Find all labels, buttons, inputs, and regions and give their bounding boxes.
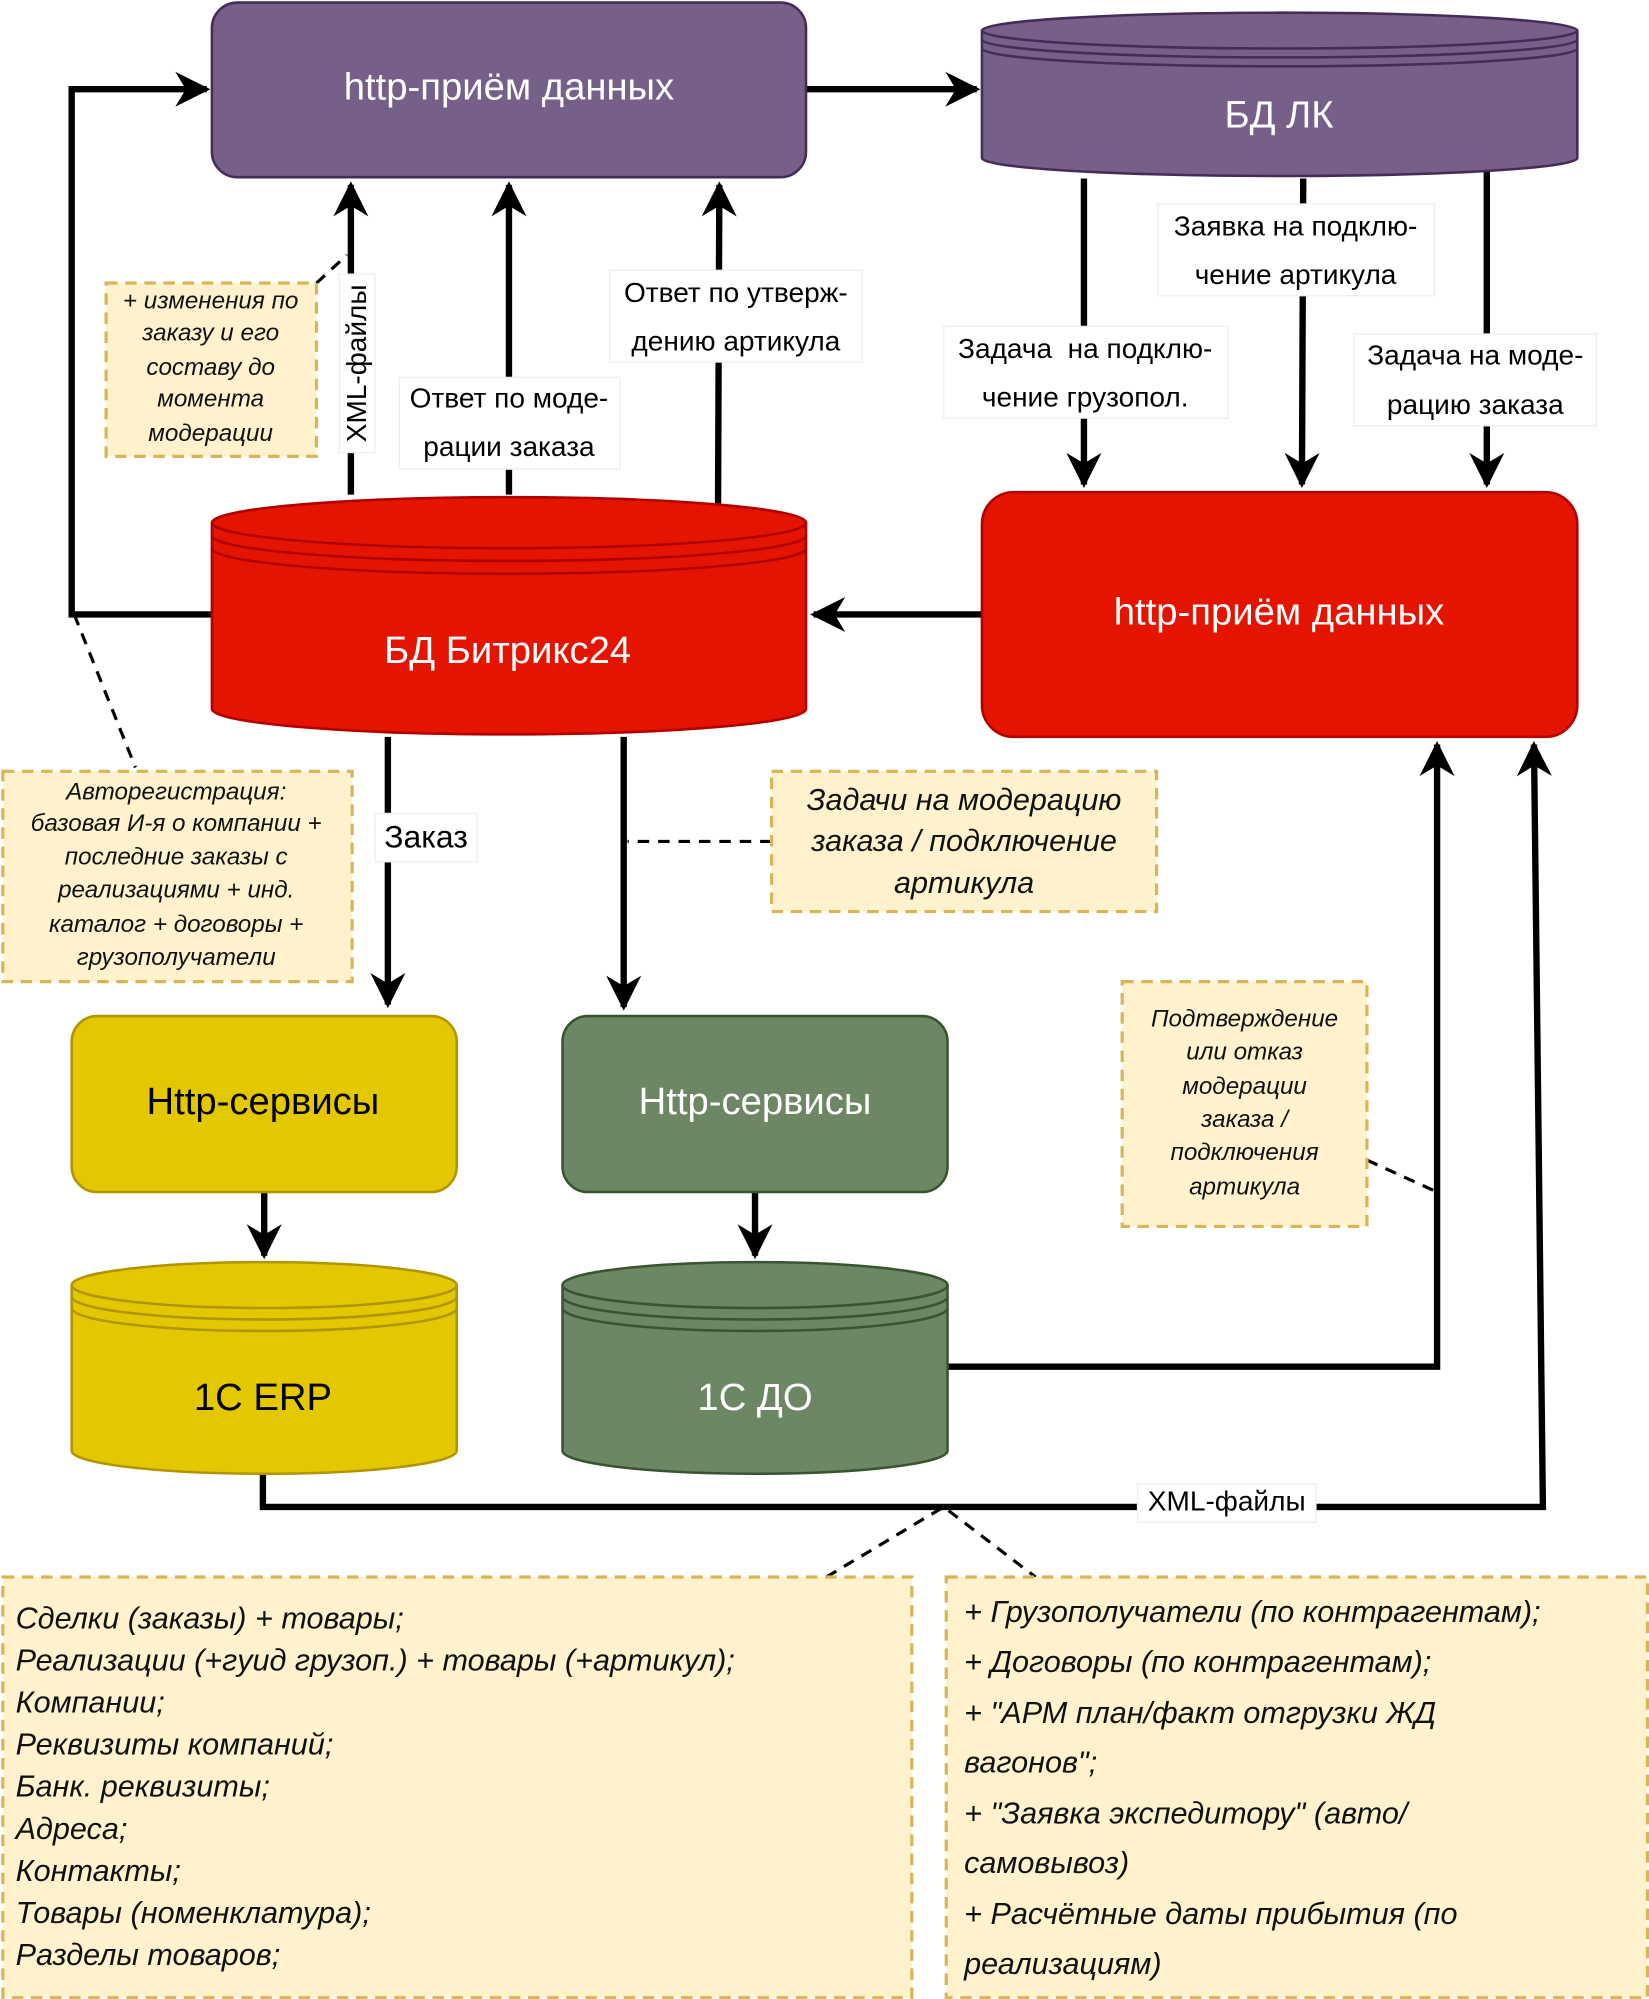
arrow-bitrix-loop-to-http bbox=[68, 71, 212, 618]
node-bd-bitrix: БД Битрикс24 bbox=[210, 495, 808, 736]
note-line: Компании; bbox=[16, 1686, 165, 1720]
label-text: Задача на моде- bbox=[1367, 339, 1583, 370]
node-label: БД Битрикс24 bbox=[384, 629, 631, 672]
note-line: + изменения по bbox=[123, 288, 298, 315]
label-text: Заявка на подклю- bbox=[1174, 211, 1418, 242]
note-line: момента bbox=[157, 386, 264, 413]
note-line: Реализации (+гуид грузоп.) + товары (+ар… bbox=[16, 1644, 735, 1678]
note-line: + "Заявка экспедитору" (авто/ bbox=[964, 1796, 1411, 1830]
note-line: Адреса; bbox=[14, 1812, 128, 1846]
note-confirmation: Подтверждение или отказ модерации заказа… bbox=[1120, 980, 1369, 1229]
note-line: подключения bbox=[1171, 1139, 1319, 1166]
note-line: Сделки (заказы) + товары; bbox=[16, 1601, 404, 1635]
label-text: рацию заказа bbox=[1387, 389, 1564, 420]
note-line: Авторегистрация: bbox=[64, 778, 286, 805]
edge-label-moderation-answer: Ответ по моде- рации заказа bbox=[398, 376, 621, 470]
node-http-red: http-приём данных bbox=[980, 490, 1579, 739]
label-text: чение грузопол. bbox=[982, 381, 1189, 412]
note-line: Задачи на модерацию bbox=[807, 783, 1122, 817]
note-line: заказу и его bbox=[141, 319, 279, 346]
note-line: заказа / bbox=[1200, 1106, 1290, 1133]
label-text: рации заказа bbox=[423, 431, 595, 462]
note-line: вагонов"; bbox=[964, 1746, 1097, 1780]
dashed-links bbox=[72, 253, 1438, 1579]
note-line: реализациями + инд. bbox=[57, 877, 294, 904]
note-line: Контакты; bbox=[16, 1854, 181, 1888]
edge-label-xml-bottom: XML-файлы bbox=[1136, 1483, 1317, 1523]
node-http-green: Http-сервисы bbox=[561, 1014, 949, 1194]
label-text: чение артикула bbox=[1195, 259, 1397, 290]
note-line: грузополучатели bbox=[77, 944, 276, 971]
note-order-changes: + изменения по заказу и его составу до м… bbox=[104, 281, 319, 458]
note-line: составу до bbox=[146, 354, 275, 381]
note-line: + Договоры (по контрагентам); bbox=[964, 1645, 1431, 1679]
edge-label-order: Заказ bbox=[374, 812, 478, 863]
note-line: каталог + договоры + bbox=[49, 911, 303, 938]
node-1c-do: 1C ДО bbox=[561, 1260, 949, 1476]
note-line: + "АРМ план/факт отгрузки ЖД bbox=[964, 1696, 1436, 1730]
note-autoregistration: Авторегистрация: базовая И-я о компании … bbox=[1, 769, 354, 984]
note-line: базовая И-я о компании + bbox=[31, 810, 322, 837]
edge-label-article-answer: Ответ по утверж- дению артикула bbox=[609, 269, 863, 363]
node-1c-erp: 1C ERP bbox=[70, 1260, 458, 1476]
note-line: + Грузополучатели (по контрагентам); bbox=[964, 1595, 1540, 1629]
note-line: Разделы товаров; bbox=[16, 1938, 281, 1972]
node-label: 1C ДО bbox=[697, 1376, 812, 1419]
label-text: Заказ bbox=[384, 818, 468, 854]
node-label: Http-сервисы bbox=[147, 1080, 380, 1123]
label-text: дению артикула bbox=[631, 325, 840, 356]
note-line: Банк. реквизиты; bbox=[16, 1770, 270, 1804]
note-line: Товары (номенклатура); bbox=[16, 1896, 371, 1930]
note-line: + Расчётные даты прибытия (по bbox=[964, 1897, 1457, 1931]
note-moderation-tasks: Задачи на модерацию заказа / подключение… bbox=[769, 769, 1159, 914]
note-extra-entities: + Грузополучатели (по контрагентам); + Д… bbox=[944, 1575, 1649, 1999]
arrow-do-to-red bbox=[947, 741, 1455, 1370]
note-erp-entities: Сделки (заказы) + товары; Реализации (+г… bbox=[1, 1575, 914, 1999]
label-text: Задача на подклю- bbox=[958, 333, 1212, 364]
node-bd-lk: БД ЛК bbox=[980, 11, 1579, 178]
edge-label-consignee-task: Задача на подклю- чение грузопол. bbox=[943, 325, 1229, 419]
note-line: Подтверждение bbox=[1151, 1005, 1338, 1032]
edge-label-moderation-task: Задача на моде- рацию заказа bbox=[1353, 333, 1598, 427]
arrow-erp-to-red bbox=[259, 741, 1552, 1511]
label-text: Ответ по моде- bbox=[410, 383, 609, 414]
note-line: артикула bbox=[894, 866, 1034, 900]
note-line: или отказ bbox=[1186, 1038, 1303, 1065]
node-label: http-приём данных bbox=[1114, 591, 1444, 634]
node-label: Http-сервисы bbox=[639, 1080, 872, 1123]
label-text: XML-файлы bbox=[1148, 1485, 1306, 1516]
node-http-yellow: Http-сервисы bbox=[70, 1014, 458, 1194]
note-line: последние заказы с bbox=[65, 843, 288, 870]
node-http-top: http-приём данных bbox=[210, 1, 808, 179]
edge-label-article-request: Заявка на подклю- чение артикула bbox=[1157, 203, 1436, 297]
label-text: XML-файлы bbox=[341, 284, 372, 442]
node-label: 1C ERP bbox=[194, 1376, 332, 1419]
node-label: БД ЛК bbox=[1224, 93, 1334, 136]
note-line: реализациям) bbox=[963, 1947, 1161, 1981]
note-line: артикула bbox=[1189, 1174, 1300, 1201]
note-line: модерации bbox=[148, 420, 273, 447]
note-line: заказа / подключение bbox=[810, 824, 1117, 858]
note-line: самовывоз) bbox=[964, 1846, 1129, 1880]
node-label: http-приём данных bbox=[344, 65, 674, 108]
edge-label-xml-vertical: XML-файлы bbox=[338, 273, 376, 454]
note-line: модерации bbox=[1182, 1073, 1307, 1100]
note-line: Реквизиты компаний; bbox=[16, 1728, 334, 1762]
label-text: Ответ по утверж- bbox=[624, 277, 848, 308]
